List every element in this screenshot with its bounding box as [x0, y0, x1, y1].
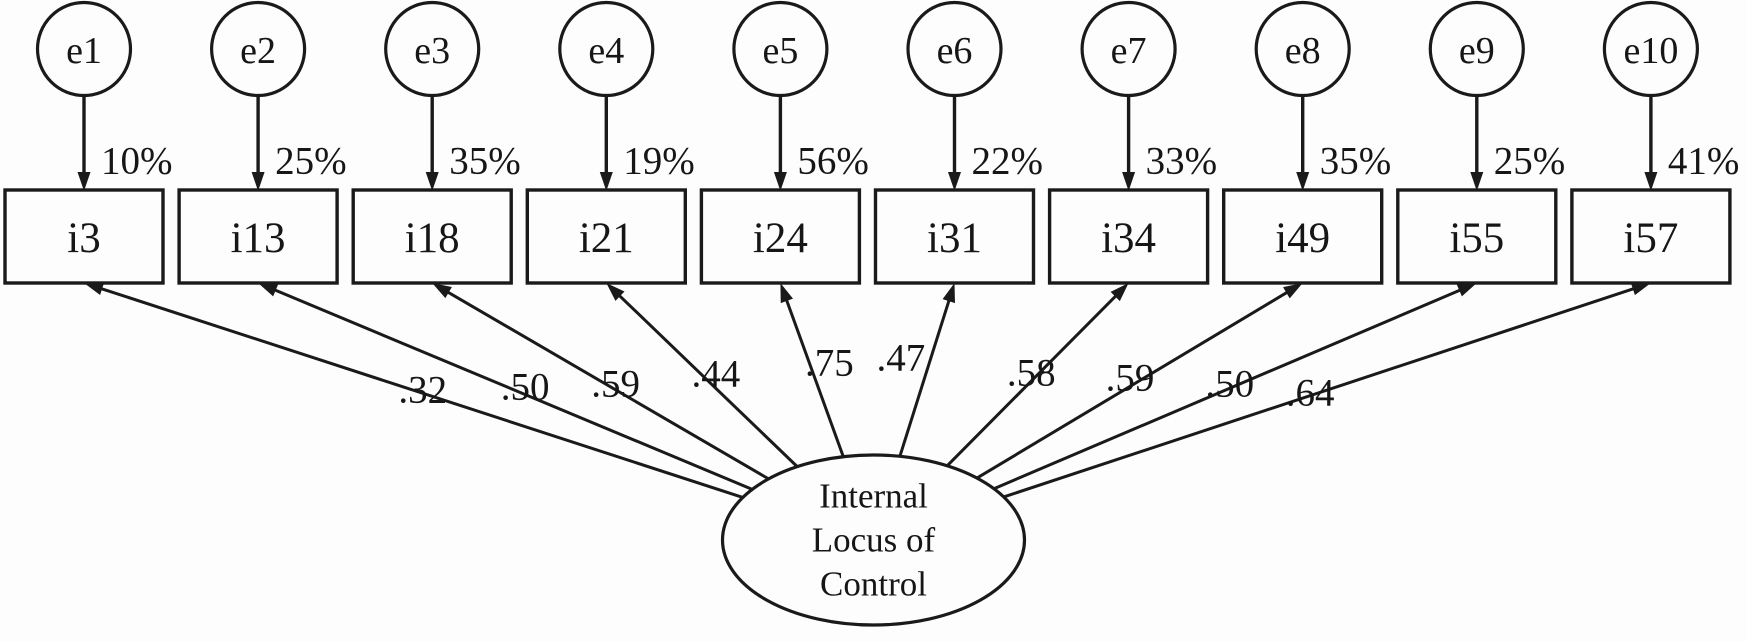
- indicator-label-i55: i55: [1449, 215, 1504, 262]
- error-arrow-e3-head: [425, 172, 439, 191]
- variance-label-i21: 19%: [623, 140, 695, 183]
- error-label-e3: e3: [414, 30, 450, 72]
- loading-path-i3-head: [84, 282, 105, 296]
- variance-label-i3: 10%: [101, 140, 173, 183]
- loading-value-i13: .50: [501, 366, 550, 409]
- loading-path-i21-head: [606, 283, 625, 301]
- variance-label-i18: 35%: [449, 140, 521, 183]
- indicator-label-i34: i34: [1101, 215, 1156, 262]
- indicator-box-i49: [1221, 188, 1384, 285]
- loading-path-i55: [993, 287, 1464, 491]
- indicator-box-i18: [351, 188, 513, 285]
- loading-path-i3: [97, 286, 744, 499]
- indicator-box-i13: [177, 188, 339, 285]
- error-label-e7: e7: [1111, 30, 1147, 72]
- loading-value-i21: .44: [692, 353, 741, 396]
- indicator-label-i3: i3: [67, 215, 100, 262]
- loading-value-i55: .50: [1205, 363, 1254, 406]
- loading-value-i3: .32: [398, 369, 447, 412]
- loading-path-i31-head: [942, 283, 955, 304]
- loading-value-i24: .75: [805, 342, 854, 385]
- error-label-e8: e8: [1285, 30, 1321, 72]
- loading-path-i13: [271, 287, 753, 491]
- loading-path-i31: [898, 296, 952, 457]
- variance-label-i13: 25%: [275, 140, 347, 183]
- error-arrow-e9-head: [1470, 172, 1484, 191]
- loading-path-i24-head: [780, 283, 793, 304]
- error-label-e2: e2: [240, 30, 276, 72]
- loading-path-i49: [976, 289, 1291, 480]
- indicator-box-i55: [1396, 188, 1558, 285]
- variance-label-i55: 25%: [1494, 140, 1566, 183]
- indicator-label-i13: i13: [231, 215, 286, 262]
- indicator-label-i49: i49: [1275, 215, 1330, 262]
- error-label-e5: e5: [762, 30, 798, 72]
- loading-path-i24: [784, 296, 845, 458]
- loading-path-i34-head: [1110, 283, 1129, 302]
- indicator-label-i57: i57: [1623, 215, 1678, 262]
- error-arrow-e8-head: [1296, 172, 1310, 191]
- loading-path-i49-head: [1283, 283, 1303, 299]
- loading-path-i55-head: [1456, 283, 1477, 297]
- loading-path-i18-head: [432, 283, 452, 299]
- indicator-label-i31: i31: [927, 215, 982, 262]
- loading-path-i34: [946, 292, 1120, 467]
- loading-value-i57: .64: [1286, 372, 1335, 415]
- indicator-box-i3: [3, 188, 165, 285]
- indicator-label-i18: i18: [405, 215, 460, 262]
- loading-path-i13-head: [258, 283, 279, 297]
- indicator-box-i31: [873, 188, 1036, 285]
- indicator-box-i57: [1570, 188, 1732, 285]
- error-label-e6: e6: [937, 30, 973, 72]
- variance-label-i49: 35%: [1320, 140, 1392, 183]
- variance-label-i31: 22%: [972, 140, 1044, 183]
- loading-path-i57: [1003, 286, 1638, 499]
- error-arrow-e10-head: [1644, 172, 1658, 191]
- loading-value-i18: .59: [591, 363, 640, 406]
- loading-path-i57-head: [1630, 282, 1651, 296]
- error-label-e4: e4: [588, 30, 624, 72]
- indicator-label-i24: i24: [753, 215, 808, 262]
- error-arrow-e6-head: [948, 172, 961, 191]
- variance-label-i34: 33%: [1146, 140, 1218, 183]
- loading-value-i34: .58: [1007, 352, 1056, 395]
- error-arrow-e2-head: [251, 172, 265, 191]
- loading-value-i49: .59: [1106, 357, 1155, 400]
- indicator-label-i21: i21: [579, 215, 634, 262]
- error-label-e9: e9: [1459, 30, 1495, 72]
- error-arrow-e5-head: [773, 172, 787, 191]
- error-label-e10: e10: [1623, 30, 1678, 72]
- loading-path-i21: [616, 292, 799, 468]
- latent-oval: [720, 453, 1027, 627]
- loading-path-i18: [444, 289, 770, 481]
- indicator-box-i34: [1047, 188, 1210, 285]
- error-label-e1: e1: [66, 30, 102, 72]
- latent-label-line-1: Internal: [819, 477, 928, 516]
- indicator-box-i21: [525, 188, 687, 285]
- latent-label-line-2: Locus of: [812, 521, 936, 560]
- error-arrow-e7-head: [1122, 172, 1136, 191]
- variance-label-i57: 41%: [1668, 140, 1740, 183]
- error-arrow-e4-head: [599, 172, 613, 191]
- error-arrow-e1-head: [77, 172, 91, 191]
- variance-label-i24: 56%: [797, 140, 869, 183]
- indicator-box-i24: [699, 188, 862, 285]
- loading-value-i31: .47: [876, 337, 925, 380]
- latent-label-line-3: Control: [820, 565, 927, 604]
